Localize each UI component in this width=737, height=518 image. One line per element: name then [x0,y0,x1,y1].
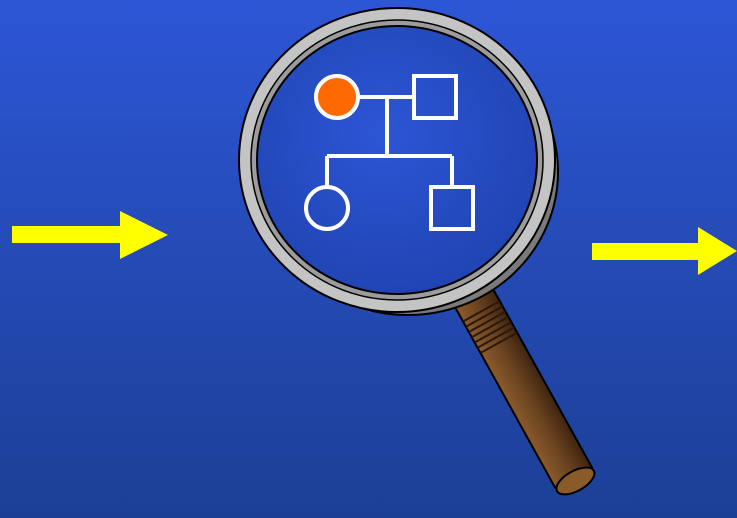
mother-female-affected [316,76,358,118]
lens-glass [257,26,537,294]
